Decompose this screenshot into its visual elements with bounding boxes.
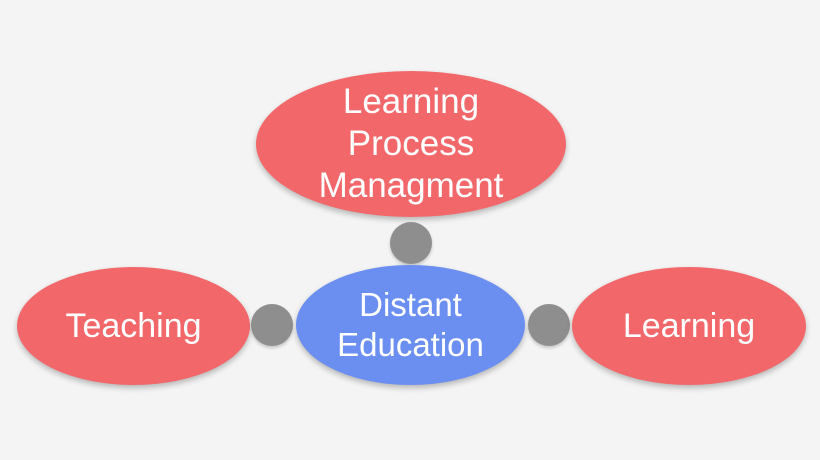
connector-dot-top (390, 222, 432, 264)
node-teaching: Teaching (17, 267, 250, 385)
node-label: Distant Education (337, 286, 484, 363)
node-learning-process-management: Learning Process Managment (256, 71, 566, 217)
node-distant-education: Distant Education (296, 265, 525, 385)
node-label: Teaching (65, 306, 202, 345)
node-label: Learning (622, 306, 756, 345)
node-label: Learning Process Managment (318, 82, 504, 205)
connector-dot-right (528, 304, 570, 346)
connector-dot-left (251, 304, 293, 346)
node-learning: Learning (572, 267, 806, 385)
